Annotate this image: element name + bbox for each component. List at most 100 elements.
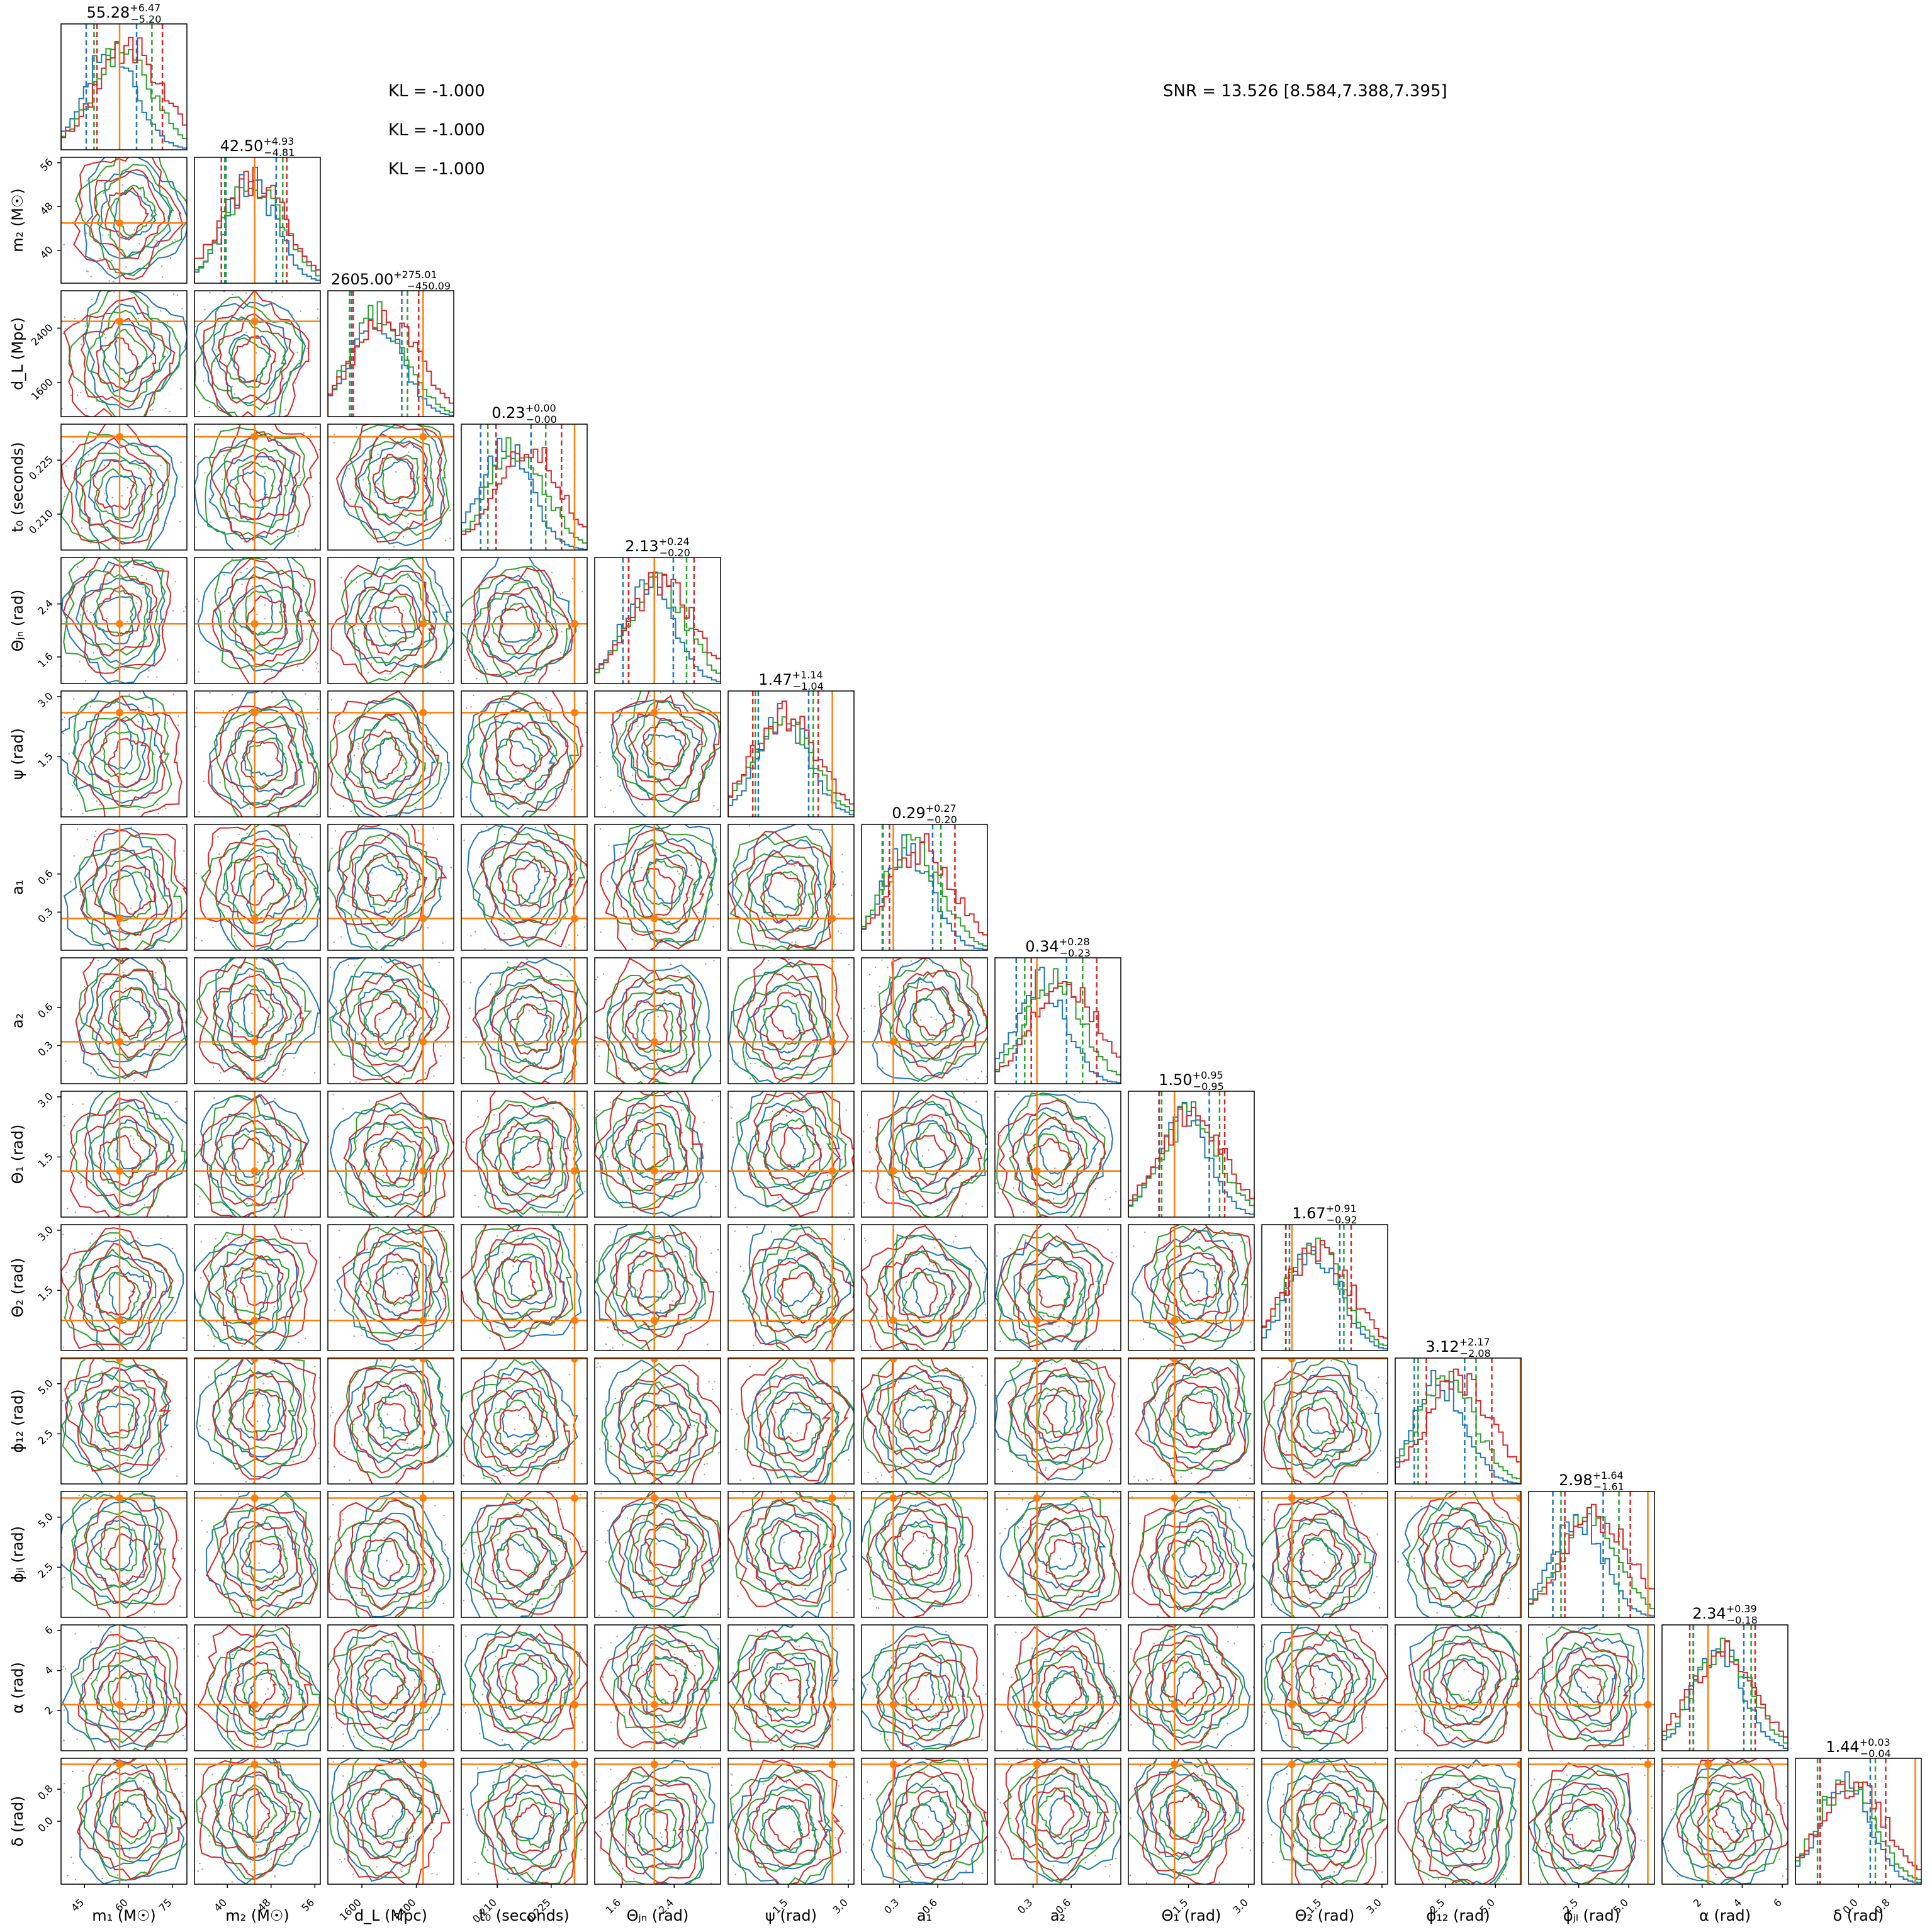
sample-point — [70, 1856, 72, 1858]
contour-run-2-level-1 — [609, 977, 683, 1072]
sample-point — [209, 291, 211, 294]
sample-point — [476, 1767, 479, 1769]
sample-point — [584, 1191, 586, 1193]
contour-run-1-level-0 — [239, 863, 285, 917]
contour-run-2-level-0 — [374, 1001, 418, 1053]
contour-run-2-level-0 — [108, 738, 151, 789]
sample-point — [425, 886, 427, 889]
sample-point — [581, 1244, 583, 1246]
sample-point — [1358, 1448, 1361, 1450]
sample-point — [597, 1362, 599, 1364]
sample-point — [209, 692, 211, 694]
panel-5-1 — [194, 690, 321, 817]
y-tick-label: 6 — [42, 1624, 55, 1637]
sample-point — [386, 1126, 388, 1128]
sample-point — [176, 1768, 178, 1770]
sample-point — [64, 1668, 67, 1670]
sample-point — [224, 1804, 226, 1807]
sample-point — [1115, 1553, 1117, 1555]
sample-point — [163, 1067, 166, 1069]
sample-point — [684, 1481, 687, 1483]
sample-point — [418, 476, 420, 478]
sample-point — [1363, 1537, 1365, 1539]
contour-run-1-level-1 — [758, 1382, 840, 1473]
sample-point — [87, 271, 89, 272]
sample-point — [384, 677, 386, 679]
truth-marker — [419, 1038, 427, 1046]
sample-point — [172, 610, 174, 612]
sample-point — [155, 972, 157, 974]
sample-point — [558, 1544, 560, 1547]
sample-point — [310, 1427, 313, 1430]
sample-point — [1198, 1672, 1200, 1674]
marginal-title: 2.98+1.64−1.61 — [1559, 1469, 1624, 1493]
panel-content — [328, 1091, 454, 1217]
sample-point — [836, 1627, 838, 1630]
sample-point — [475, 1541, 476, 1544]
sample-point — [1515, 1494, 1518, 1497]
sample-point — [778, 1310, 780, 1313]
sample-point — [224, 1316, 227, 1318]
sample-point — [1129, 1593, 1131, 1595]
sample-point — [811, 1231, 812, 1233]
sample-point — [680, 1066, 682, 1069]
truth-marker — [419, 709, 427, 717]
sample-point — [344, 1451, 346, 1453]
sample-point — [309, 1395, 311, 1397]
x-tick-label: 56 — [299, 1896, 317, 1914]
sample-point — [572, 1641, 574, 1644]
sample-point — [463, 629, 466, 631]
sample-point — [82, 812, 84, 814]
contour-run-0-level-2 — [995, 1240, 1104, 1351]
contour-run-2-level-2 — [466, 567, 573, 683]
sample-point — [366, 1248, 368, 1250]
sample-point — [154, 977, 156, 979]
sample-point — [449, 648, 452, 650]
sample-point — [801, 1134, 804, 1137]
sample-point — [401, 1870, 403, 1873]
contour-run-1-level-0 — [103, 329, 148, 383]
truth-marker — [250, 1494, 259, 1502]
sample-point — [658, 709, 660, 711]
panel-content — [61, 958, 187, 1084]
sample-point — [694, 1719, 697, 1722]
sample-point — [1386, 1382, 1388, 1384]
histogram-run-1 — [595, 572, 721, 683]
sample-point — [1537, 1672, 1539, 1674]
truth-marker — [250, 1700, 259, 1709]
panel-frame — [60, 557, 188, 684]
sample-point — [399, 1418, 402, 1421]
sample-point — [96, 648, 98, 650]
sample-point — [126, 621, 128, 622]
contour-run-1-level-1 — [619, 989, 688, 1070]
sample-point — [819, 1524, 822, 1525]
sample-point — [1022, 1748, 1025, 1750]
panel-frame — [594, 1491, 721, 1618]
sample-point — [940, 1682, 942, 1685]
panel-frame — [194, 1357, 321, 1485]
contour-run-0-level-2 — [85, 1091, 187, 1210]
sample-point — [350, 810, 352, 812]
sample-point — [94, 836, 96, 838]
histogram-run-2 — [995, 980, 1121, 1084]
contour-run-1-level-2 — [996, 1092, 1106, 1217]
sample-point — [141, 720, 143, 722]
sample-point — [622, 1344, 624, 1346]
sample-point — [796, 1001, 798, 1004]
panel-content — [995, 1091, 1121, 1217]
sample-point — [661, 1171, 663, 1173]
contour-run-1-level-0 — [637, 1403, 682, 1458]
sample-point — [177, 1539, 180, 1541]
sample-point — [717, 1613, 719, 1615]
contour-run-2-level-2 — [200, 1094, 307, 1217]
sample-point — [351, 580, 352, 582]
sample-point — [450, 867, 452, 868]
sample-point — [1107, 1229, 1109, 1231]
sample-point — [864, 1278, 867, 1280]
sample-point — [330, 1726, 333, 1729]
sample-point — [174, 581, 177, 583]
panel-6-0: 0.30.6 — [35, 824, 188, 951]
sample-point — [274, 1814, 276, 1816]
contour-run-1-level-0 — [896, 1524, 936, 1570]
sample-point — [1023, 1284, 1026, 1286]
